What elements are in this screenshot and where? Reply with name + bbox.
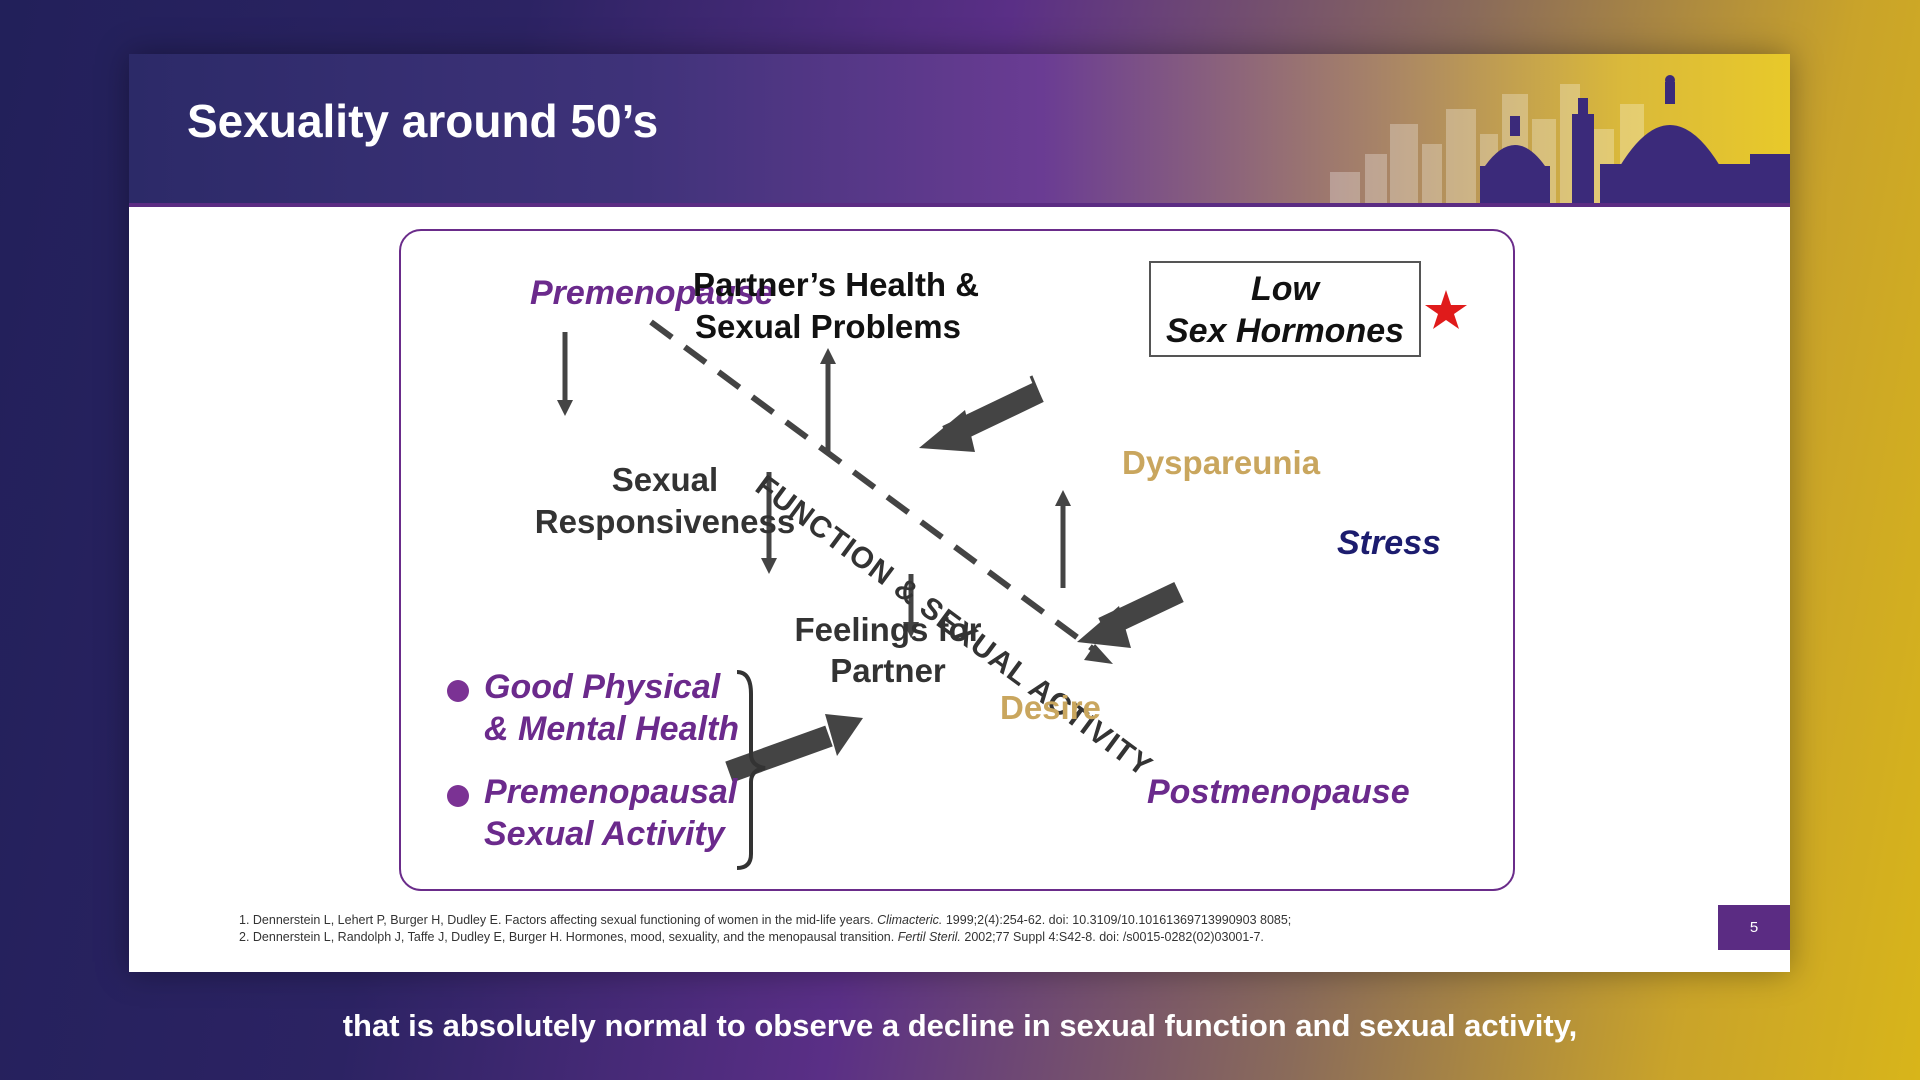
reference-2-journal: Fertil Steril.	[897, 930, 961, 944]
slide-header: Sexuality around 50’s	[129, 54, 1790, 207]
page-number-badge: 5	[1718, 905, 1790, 950]
bullet-good-health-line2: & Mental Health	[484, 710, 740, 748]
label-sexual-responsiveness: Sexual Responsiveness	[500, 459, 830, 543]
references: 1. Dennerstein L, Lehert P, Burger H, Du…	[239, 912, 1291, 946]
label-partners-health: Partner’s Health & Sexual Problems	[693, 264, 980, 348]
bullet-premenopausal-line1: Premenopausal	[484, 773, 738, 811]
reference-1: 1. Dennerstein L, Lehert P, Burger H, Du…	[239, 912, 1291, 929]
reference-2-text: 2. Dennerstein L, Randolph J, Taffe J, D…	[239, 930, 898, 944]
label-feelings-line2: Partner	[830, 652, 946, 689]
bullet-group-brace	[736, 670, 766, 870]
label-stress: Stress	[1337, 524, 1441, 562]
label-postmenopause: Postmenopause	[1147, 773, 1410, 811]
slide-title: Sexuality around 50’s	[187, 95, 659, 147]
label-premenopause: Premenopause	[530, 274, 774, 312]
bullet-good-health: Good Physical & Mental Health	[484, 666, 739, 750]
reference-2-doi: 2002;77 Suppl 4:S42-8. doi: /s0015-0282(…	[960, 930, 1264, 944]
label-partners-health-line2: Sexual Problems	[695, 308, 961, 345]
label-desire: Desire	[1000, 689, 1101, 726]
label-feelings-for-partner: Feelings for Partner	[763, 609, 1013, 691]
reference-2: 2. Dennerstein L, Randolph J, Taffe J, D…	[239, 929, 1291, 946]
dashed-diagonal-arrow	[649, 319, 1099, 655]
label-sex-hormones: Sex Hormones	[1165, 312, 1405, 350]
reference-1-journal: Climacteric.	[877, 913, 943, 927]
label-sexual-responsiveness-line1: Sexual	[611, 461, 719, 498]
label-sexual-responsiveness-line2: Responsiveness	[534, 503, 796, 540]
bullet-dot-2	[447, 785, 469, 807]
city-skyline-illustration	[1330, 75, 1790, 203]
bullet-premenopausal-activity: Premenopausal Sexual Activity	[484, 771, 737, 855]
label-feelings-line1: Feelings for	[794, 611, 982, 648]
diagram-frame	[399, 229, 1515, 891]
reference-1-doi: 1999;2(4):254-62. doi: 10.3109/10.101613…	[942, 913, 1292, 927]
label-dyspareunia: Dyspareunia	[1122, 444, 1321, 481]
presentation-slide: Sexuality around 50’s	[129, 54, 1790, 972]
reference-1-text: 1. Dennerstein L, Lehert P, Burger H, Du…	[239, 913, 878, 927]
bullet-dot-1	[447, 680, 469, 702]
bullet-good-health-line1: Good Physical	[484, 668, 721, 706]
video-caption: that is absolutely normal to observe a d…	[342, 1008, 1578, 1043]
label-partners-health-line1: Partner’s Health &	[693, 266, 980, 303]
diagram-arrows	[557, 290, 1467, 870]
label-low: Low	[1251, 270, 1319, 308]
bullet-premenopausal-line2: Sexual Activity	[484, 815, 725, 853]
red-star-icon	[1425, 290, 1467, 329]
low-sex-hormones-box: Low Sex Hormones	[1149, 261, 1421, 357]
dashed-diagonal-arrowhead	[1084, 644, 1113, 664]
